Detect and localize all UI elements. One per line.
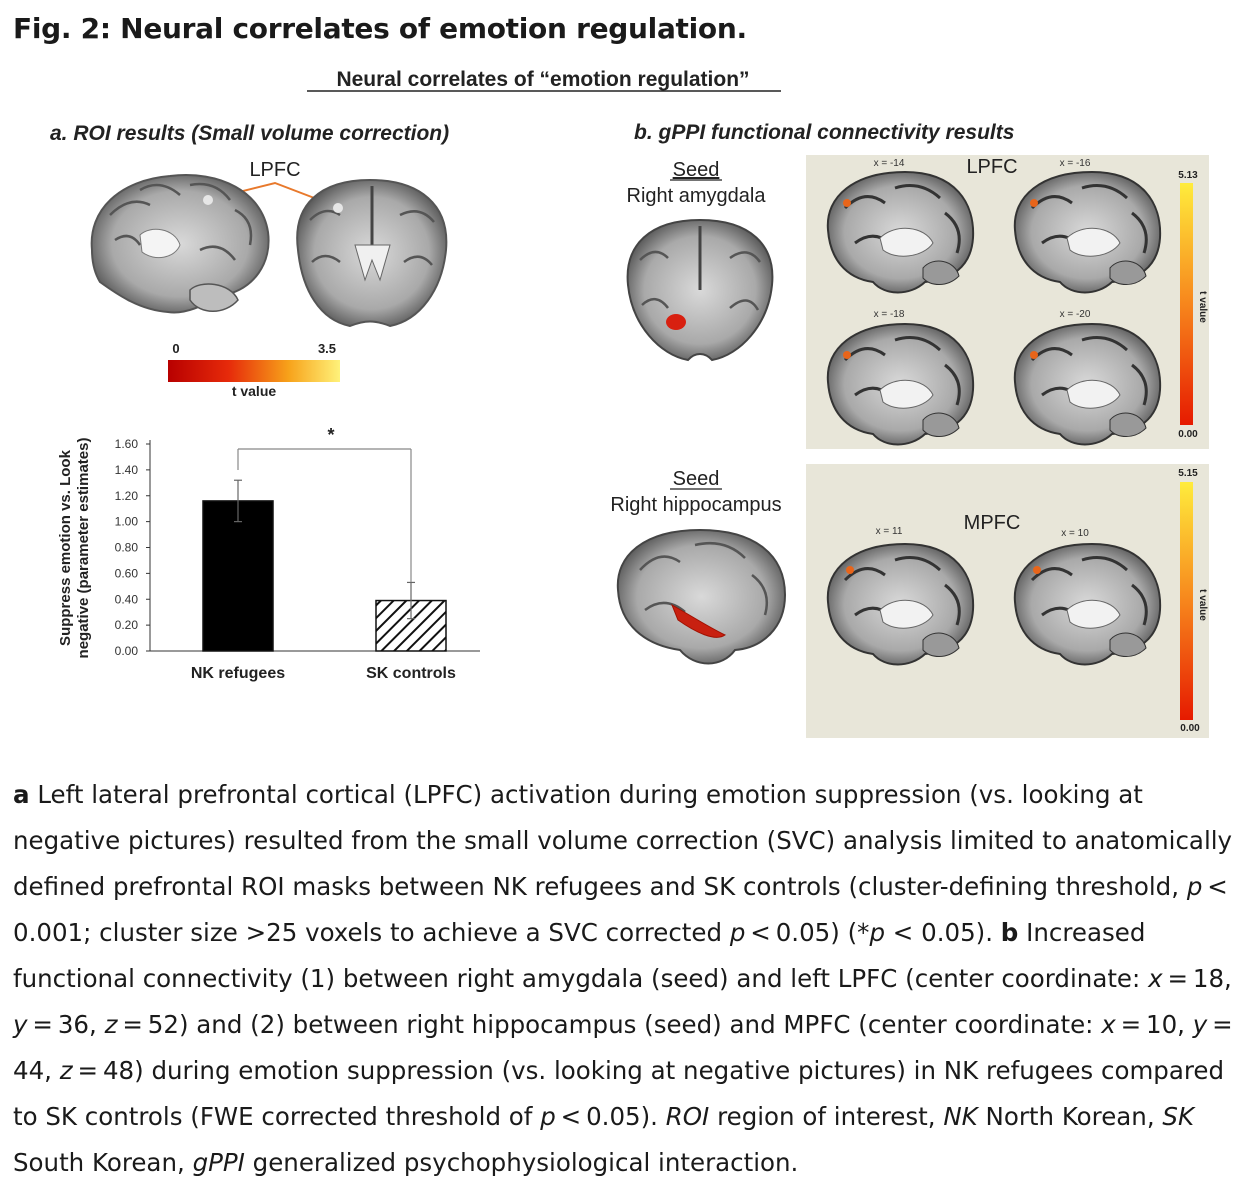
seed2-sagittal-images xyxy=(826,542,1162,666)
seed2-sagittal-image xyxy=(616,528,787,665)
y-tick-label: 0.60 xyxy=(115,566,139,580)
seed1-name: Right amygdala xyxy=(627,185,767,207)
colorbar-a xyxy=(168,360,340,382)
y-tick-label: 1.40 xyxy=(115,463,139,477)
bar-sk-controls xyxy=(375,599,447,652)
seed2-slice-1: x = 11 xyxy=(876,526,903,537)
y-tick-label: 0.00 xyxy=(115,644,139,658)
seed1-sagittal-images xyxy=(826,170,1162,446)
seed1-coronal-image xyxy=(626,218,774,362)
x-tick-label: SK controls xyxy=(366,665,456,682)
figure-caption: a Left lateral prefrontal cortical (LPFC… xyxy=(13,780,1238,1177)
panel-a-region-label: LPFC xyxy=(249,159,300,181)
colorbar-a-min: 0 xyxy=(172,341,179,356)
bar-nk-refugees xyxy=(202,500,274,652)
y-axis-label-line: Suppress emotion vs. Look xyxy=(57,449,74,646)
seed1-slice-4: x = -20 xyxy=(1060,309,1091,320)
colorbar-b2 xyxy=(1180,482,1193,720)
figure-header: Neural correlates of “emotion regulation… xyxy=(336,68,749,91)
y-tick-label: 0.40 xyxy=(115,592,139,606)
y-tick-label: 1.00 xyxy=(115,515,139,529)
brain-coronal-image xyxy=(296,178,448,328)
figure-title: Fig. 2: Neural correlates of emotion reg… xyxy=(13,12,747,45)
figure-image: Neural correlates of “emotion regulation… xyxy=(0,56,1260,756)
seed2-name: Right hippocampus xyxy=(610,494,781,516)
panel-b-title: b. gPPI functional connectivity results xyxy=(634,121,1014,144)
colorbar-b1-label: t value xyxy=(1197,291,1208,323)
colorbar-b1-max: 5.13 xyxy=(1178,170,1198,181)
y-axis-label-line: negative (parameter estimates) xyxy=(75,438,92,659)
colorbar-a-label: t value xyxy=(232,383,277,399)
bar-chart: 0.00 0.20 0.40 0.60 0.80 1.00 1.20 1.40 1.60 NK r… xyxy=(57,425,480,682)
colorbar-b2-min: 0.00 xyxy=(1180,723,1200,734)
y-tick-label: 1.20 xyxy=(115,489,139,503)
colorbar-b1 xyxy=(1180,183,1193,425)
seed1-slice-2: x = -16 xyxy=(1060,158,1091,169)
y-tick-label: 0.20 xyxy=(115,618,139,632)
x-tick-label: NK refugees xyxy=(191,665,285,682)
y-tick-label: 0.80 xyxy=(115,541,139,555)
significance-marker: * xyxy=(327,425,334,445)
seed1-slice-1: x = -14 xyxy=(874,158,905,169)
seed1-label: Seed xyxy=(673,159,720,181)
colorbar-a-max: 3.5 xyxy=(318,341,336,356)
seed1-slice-3: x = -18 xyxy=(874,309,905,320)
panel-a-title: a. ROI results (Small volume correction) xyxy=(50,122,449,145)
seed2-slice-2: x = 10 xyxy=(1061,528,1089,539)
seed1-region-label: LPFC xyxy=(966,156,1017,178)
colorbar-b2-label: t value xyxy=(1197,589,1208,621)
colorbar-b1-min: 0.00 xyxy=(1178,429,1198,440)
colorbar-b2-max: 5.15 xyxy=(1178,468,1198,479)
y-tick-label: 1.60 xyxy=(115,437,139,451)
seed2-region-label: MPFC xyxy=(964,512,1021,534)
seed2-label: Seed xyxy=(673,468,720,490)
brain-sagittal-image xyxy=(90,174,270,314)
